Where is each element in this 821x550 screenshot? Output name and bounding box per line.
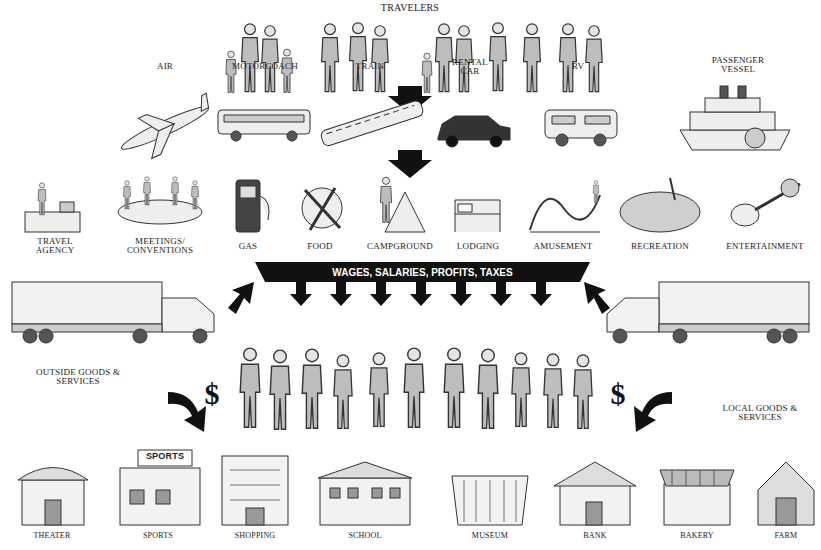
service-label: MEETINGS/ CONVENTIONS	[120, 237, 200, 256]
transport-label: RENTAL CAR	[445, 58, 495, 77]
trucks	[12, 282, 809, 343]
travelers	[226, 23, 602, 93]
goods-label: LOCAL GOODS & SERVICES	[705, 404, 815, 423]
transport	[113, 86, 790, 168]
income-band: WAGES, SALARIES, PROFITS, TAXES	[255, 262, 590, 282]
transport-label: RV	[558, 62, 598, 71]
building-label: MUSEUM	[455, 532, 525, 540]
transport-label: MOTORCOACH	[220, 62, 310, 71]
building-label: BAKERY	[667, 532, 727, 540]
service-label: GAS	[228, 242, 268, 251]
service-label: ENTERTAINMENT	[715, 242, 815, 251]
service-label: TRAVEL AGENCY	[24, 237, 86, 256]
transport-label: TRAIN	[340, 62, 400, 71]
service-label: AMUSEMENT	[523, 242, 603, 251]
building-label: BANK	[565, 532, 625, 540]
transport-label: PASSENGER VESSEL	[702, 56, 774, 75]
service-label: RECREATION	[618, 242, 702, 251]
services	[25, 177, 800, 232]
transport-label: AIR	[135, 62, 195, 71]
goods-label: OUTSIDE GOODS & SERVICES	[23, 368, 133, 387]
diagram-title: TRAVELERS	[360, 3, 460, 14]
building-label: FARM	[761, 532, 811, 540]
building-label: SCHOOL	[330, 532, 400, 540]
building-label: SHOPPING	[220, 532, 290, 540]
building-label: SPORTS	[128, 532, 188, 540]
service-label: FOOD	[295, 242, 345, 251]
buildings	[18, 450, 814, 525]
band-text: WAGES, SALARIES, PROFITS, TAXES	[332, 267, 512, 278]
building-label: THEATER	[17, 532, 87, 540]
down-arrows	[168, 282, 672, 432]
service-label: CAMPGROUND	[358, 242, 442, 251]
workers	[240, 348, 592, 429]
service-label: LODGING	[443, 242, 513, 251]
dollar-sign: $	[603, 378, 633, 410]
dollar-sign: $	[197, 378, 227, 410]
flow-arrow	[388, 150, 432, 178]
sign-text: SPORTS	[139, 452, 191, 461]
